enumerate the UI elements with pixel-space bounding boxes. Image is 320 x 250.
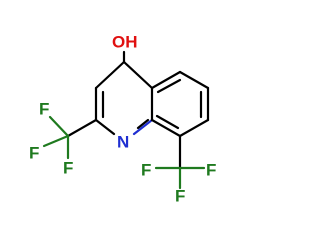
nitrogen-label: N bbox=[117, 133, 129, 152]
fluorine-label-3: F bbox=[63, 159, 73, 178]
fluorine-label-5: F bbox=[206, 161, 216, 180]
bond-c2-cf3a bbox=[66, 118, 98, 138]
bond-cf3a-f2 bbox=[42, 134, 70, 148]
bond-c5-c6 bbox=[178, 70, 210, 90]
bond-c4a-c5 bbox=[150, 70, 182, 90]
fluorine-label-6: F bbox=[175, 187, 185, 206]
hydroxyl-label: OH bbox=[112, 33, 138, 52]
bond-c4-c3 bbox=[94, 60, 126, 90]
bond-c4-c4a bbox=[122, 60, 154, 90]
bond-c8-c8a-double bbox=[155, 114, 180, 130]
bond-c8-c8a bbox=[150, 118, 182, 138]
bond-c7-c8 bbox=[178, 118, 210, 138]
molecule-structure-diagram: OH N F F F F F F bbox=[29, 33, 216, 206]
fluorine-label-2: F bbox=[29, 144, 39, 163]
bond-c4a-c5-double bbox=[156, 78, 182, 94]
fluorine-label-4: F bbox=[141, 161, 151, 180]
bond-c2-n1 bbox=[94, 118, 116, 136]
fluorine-label-1: F bbox=[39, 100, 49, 119]
bond-n1-c8a-double bbox=[136, 118, 150, 130]
bond-cf3a-f1 bbox=[48, 115, 70, 138]
bond-n1-c8a bbox=[132, 118, 154, 136]
